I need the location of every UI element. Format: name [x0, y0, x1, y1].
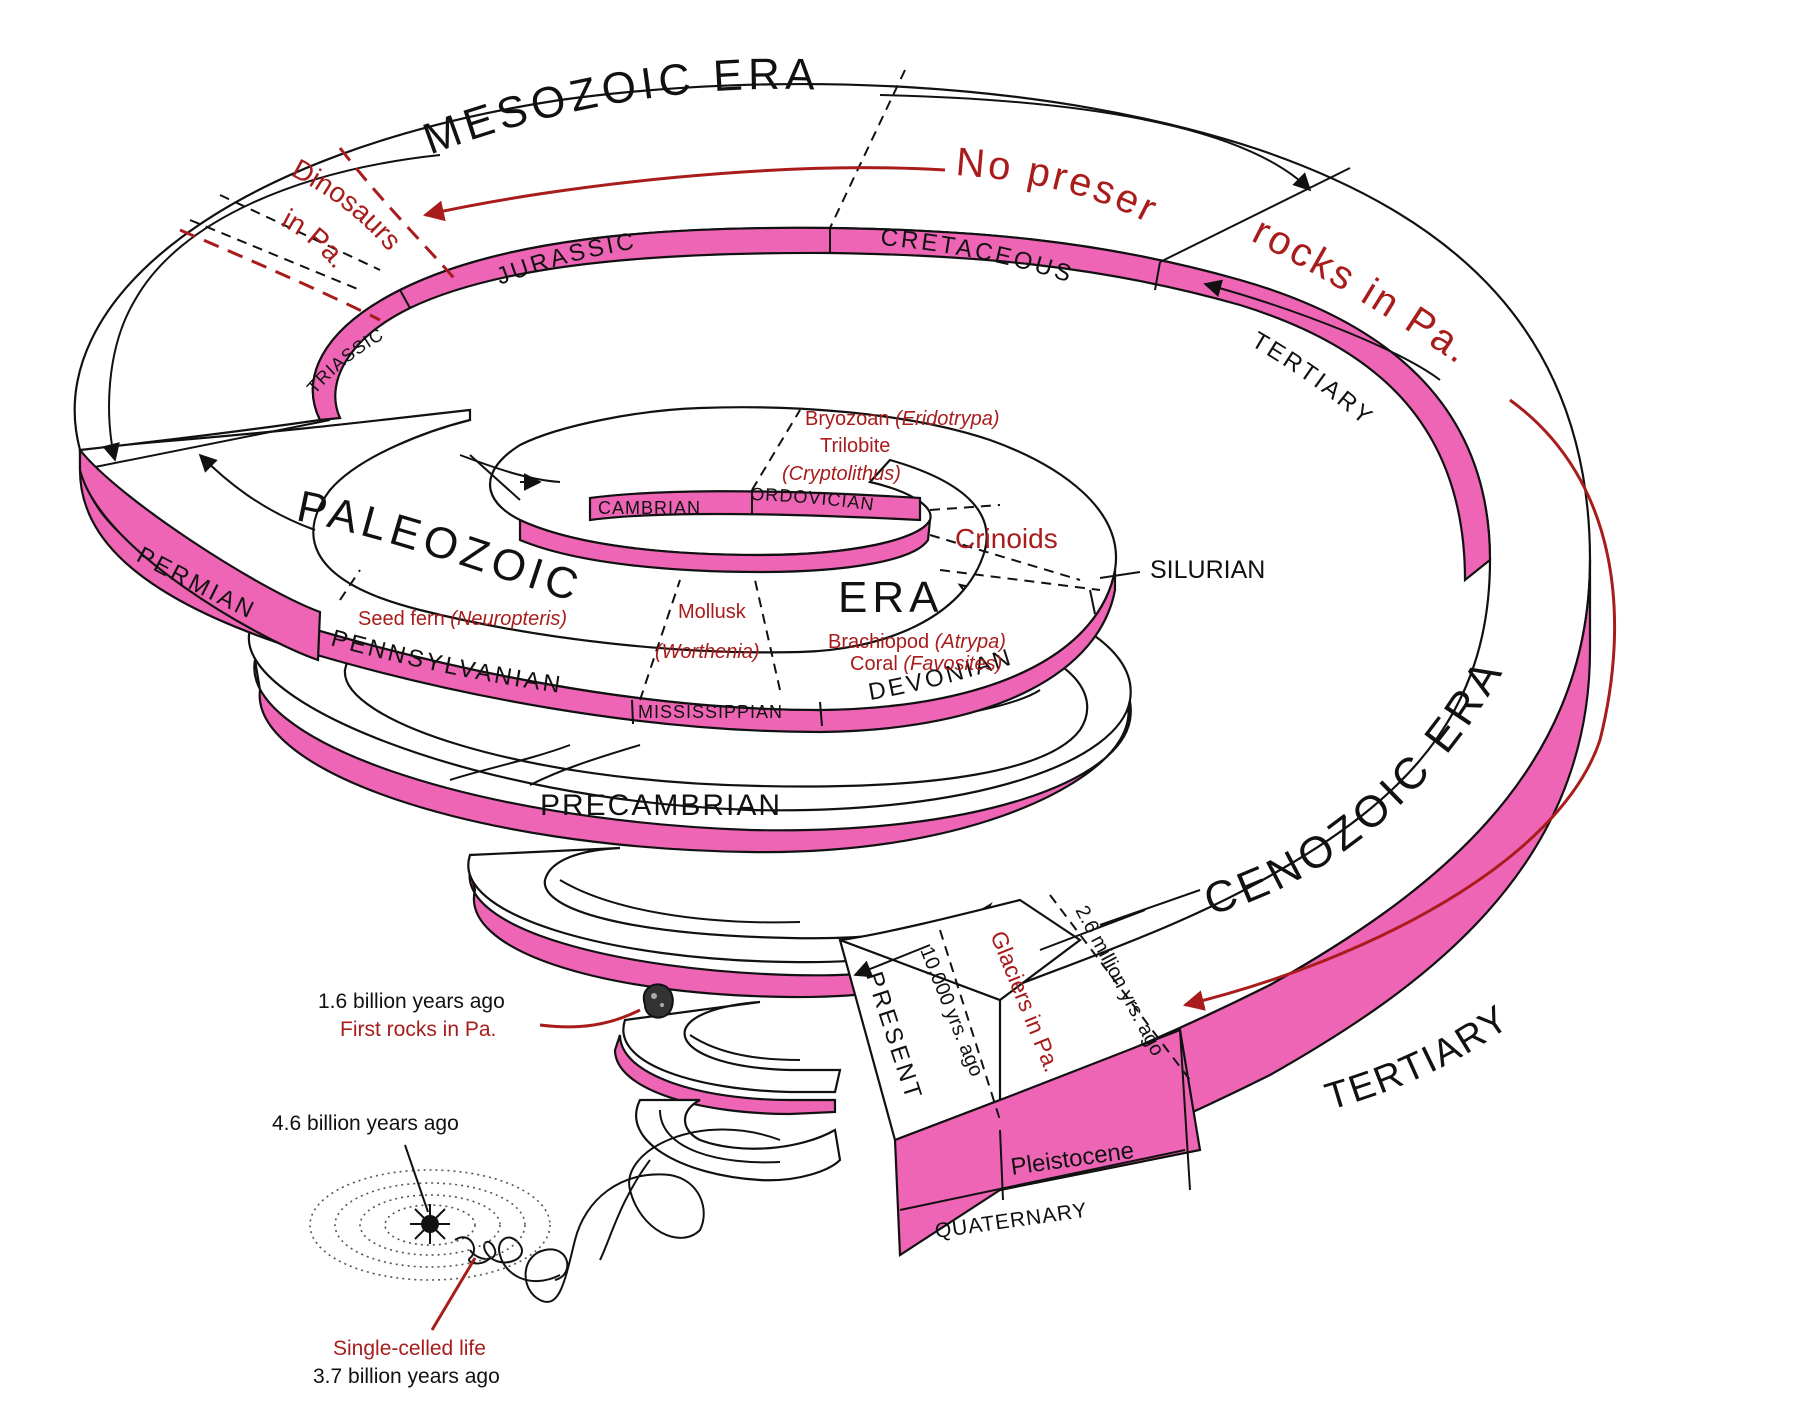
- bryozoan-label: Bryozoan (Eridotrypa): [805, 408, 1000, 430]
- brachiopod-label: Brachiopod (Atrypa): [828, 631, 1006, 653]
- single-celled-label: Single-celled life: [333, 1337, 486, 1360]
- mollusk-genus-label: (Worthenia): [655, 641, 759, 663]
- single-celled-time-label: 3.7 billion years ago: [313, 1365, 500, 1388]
- mollusk-label: Mollusk: [678, 601, 747, 623]
- precambrian-label: PRECAMBRIAN: [540, 789, 782, 822]
- earth-time-label: 4.6 billion years ago: [272, 1112, 459, 1135]
- silurian-label: SILURIAN: [1150, 556, 1265, 584]
- paleozoic-ring: [78, 406, 1118, 734]
- nebula-icon: [309, 1169, 551, 1281]
- seed-fern-label: Seed fern (Neuropteris): [358, 608, 567, 630]
- mississippian-label: MISSISSIPPIAN: [638, 702, 783, 722]
- trilobite-label: Trilobite: [820, 435, 890, 457]
- first-rocks-time-label: 1.6 billion years ago: [318, 990, 505, 1013]
- crinoids-label: Crinoids: [955, 523, 1058, 554]
- quaternary-block: [838, 889, 1202, 1257]
- first-rocks-label: First rocks in Pa.: [340, 1018, 496, 1041]
- earth-origin-icon: [410, 1204, 450, 1244]
- paleozoic-era-label: ERA: [838, 573, 943, 622]
- cambrian-label: CAMBRIAN: [598, 498, 701, 518]
- trilobite-genus-label: (Cryptolithus): [782, 463, 901, 485]
- coral-label: Coral (Favosites): [850, 653, 1002, 675]
- red-annotations: [179, 147, 1617, 1331]
- first-rocks-marker: [642, 983, 674, 1019]
